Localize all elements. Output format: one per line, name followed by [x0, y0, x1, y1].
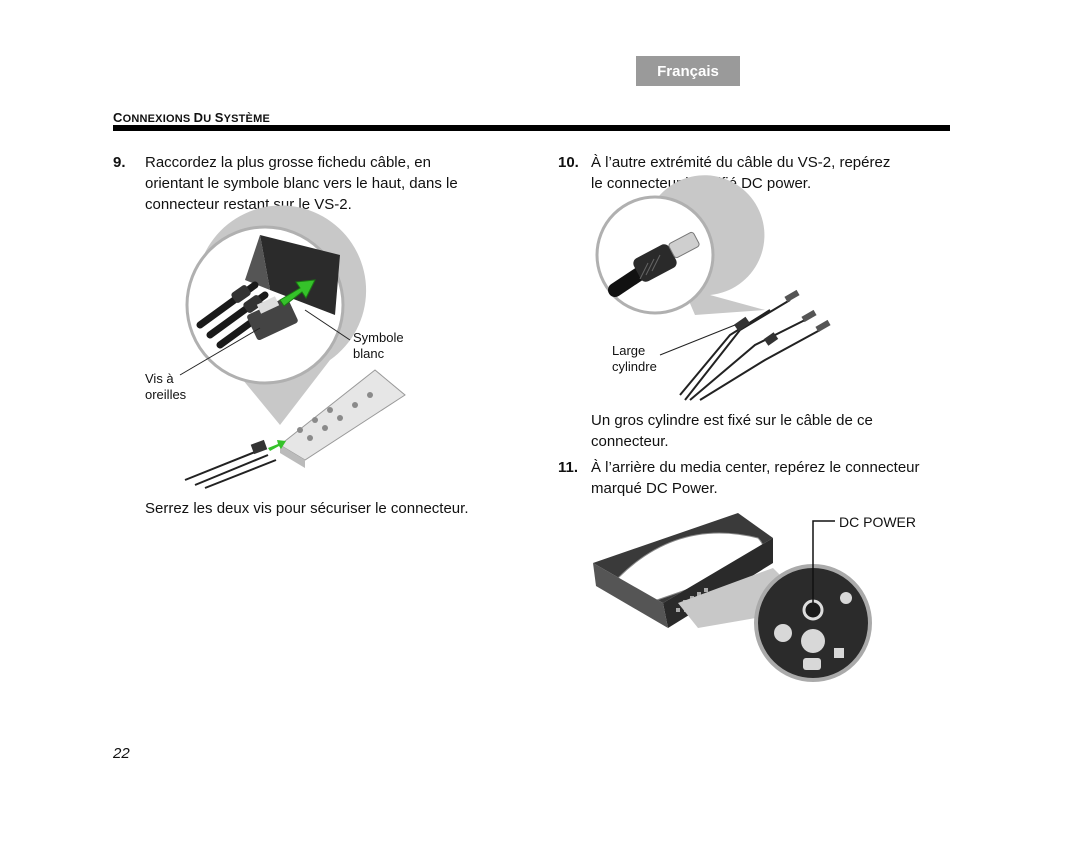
language-tab: Français — [636, 56, 740, 86]
label-vis-oreilles: Vis à oreilles — [145, 371, 186, 403]
label-large-cylindre: Large cylindre — [612, 343, 657, 375]
media-center-illustration — [593, 513, 872, 682]
para-line: connecteur. — [591, 433, 669, 450]
vs2-connector-illustration — [179, 205, 406, 489]
step-10: 10. À l’autre extrémité du câble du VS-2… — [558, 152, 958, 200]
step-line: Raccordez la plus grosse fichedu câble, … — [145, 154, 431, 171]
label-line: blanc — [353, 346, 385, 361]
step-line: À l’arrière du media center, repérez le … — [591, 459, 920, 476]
step-number: 9. — [113, 154, 126, 171]
step-number: 10. — [558, 154, 579, 171]
step-9: 9. Raccordez la plus grosse fichedu câbl… — [113, 152, 513, 222]
section-title: CONNEXIONS DU SYSTÈME — [113, 110, 270, 125]
label-line: Vis à — [145, 371, 174, 386]
step-line: marqué DC Power. — [591, 480, 718, 497]
label-line: Symbole — [353, 330, 404, 345]
label-symbole-blanc: Symbole blanc — [353, 330, 404, 362]
label-dc-power: DC POWER — [839, 514, 916, 530]
label-line: cylindre — [612, 359, 657, 374]
label-line: oreilles — [145, 387, 187, 402]
step-11: 11. À l’arrière du media center, repérez… — [558, 457, 958, 505]
step-number: 11. — [558, 459, 579, 476]
dc-power-cable-illustration — [595, 175, 831, 401]
step-text: À l’arrière du media center, repérez le … — [591, 457, 920, 499]
section-rule — [113, 125, 950, 131]
step-text: Raccordez la plus grosse fichedu câble, … — [145, 152, 458, 215]
section-title-text: CONNEXIONS DU SYSTÈME — [113, 110, 270, 125]
label-line: Large — [612, 343, 646, 358]
step-line: orientant le symbole blanc vers le haut,… — [145, 175, 458, 192]
page-number: 22 — [113, 745, 130, 762]
tighten-screws-text: Serrez les deux vis pour sécuriser le co… — [145, 500, 469, 517]
cylinder-text: Un gros cylindre est fixé sur le câble d… — [591, 410, 873, 452]
para-line: Un gros cylindre est fixé sur le câble d… — [591, 412, 873, 429]
step-line: À l’autre extrémité du câble du VS-2, re… — [591, 154, 891, 171]
